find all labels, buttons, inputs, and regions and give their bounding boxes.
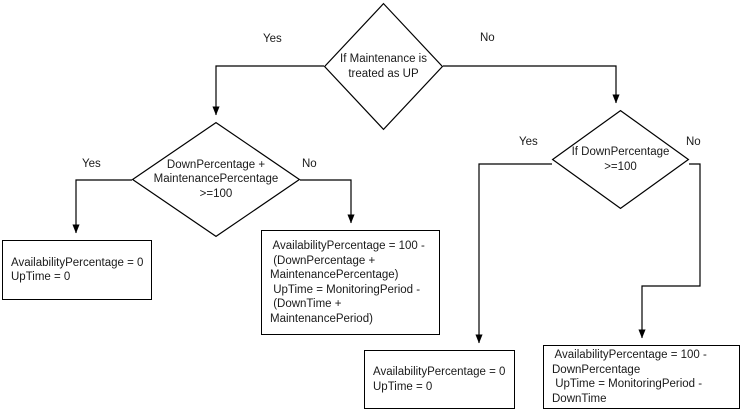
process-zero-availability-middle-text: AvailabilityPercentage = 0 UpTime = 0 [373,366,506,393]
edge-maintenance-yes [212,65,324,116]
decision-maintenance-treated-as-up[interactable]: If Maintenance is treated as UP [323,2,444,131]
edge-down-pct-no [638,163,701,339]
process-zero-availability-left[interactable]: AvailabilityPercentage = 0 UpTime = 0 [2,240,152,300]
process-availability-minus-down-text: AvailabilityPercentage = 100 - DownPerce… [552,349,707,405]
process-zero-availability-middle[interactable]: AvailabilityPercentage = 0 UpTime = 0 [364,350,515,409]
diamond-shape [323,2,444,131]
edge-label-down-pct-no: No [686,136,701,148]
edge-label-maintenance-yes: Yes [263,33,282,45]
decision-down-percentage[interactable]: If DownPercentage >=100 [551,109,690,210]
edge-label-maintenance-no: No [480,32,495,44]
process-zero-availability-left-text: AvailabilityPercentage = 0 UpTime = 0 [11,256,144,284]
edge-down-pct-yes [475,163,552,344]
edge-label-down-plus-maint-yes: Yes [82,158,101,170]
process-availability-minus-down-and-maintenance[interactable]: AvailabilityPercentage = 100 - (DownPerc… [261,230,440,335]
process-availability-minus-down[interactable]: AvailabilityPercentage = 100 - DownPerce… [543,345,740,409]
diamond-shape [551,109,690,210]
edge-down-plus-maint-no [300,179,355,224]
edge-label-down-pct-yes: Yes [519,136,538,148]
decision-down-plus-maintenance-percentage[interactable]: DownPercentage + MaintenancePercentage >… [131,121,301,238]
process-availability-minus-down-and-maintenance-text: AvailabilityPercentage = 100 - (DownPerc… [270,240,425,325]
diamond-shape [131,121,301,238]
edge-down-plus-maint-yes [72,179,132,234]
edge-label-down-plus-maint-no: No [302,158,317,170]
edge-maintenance-no [443,65,620,104]
